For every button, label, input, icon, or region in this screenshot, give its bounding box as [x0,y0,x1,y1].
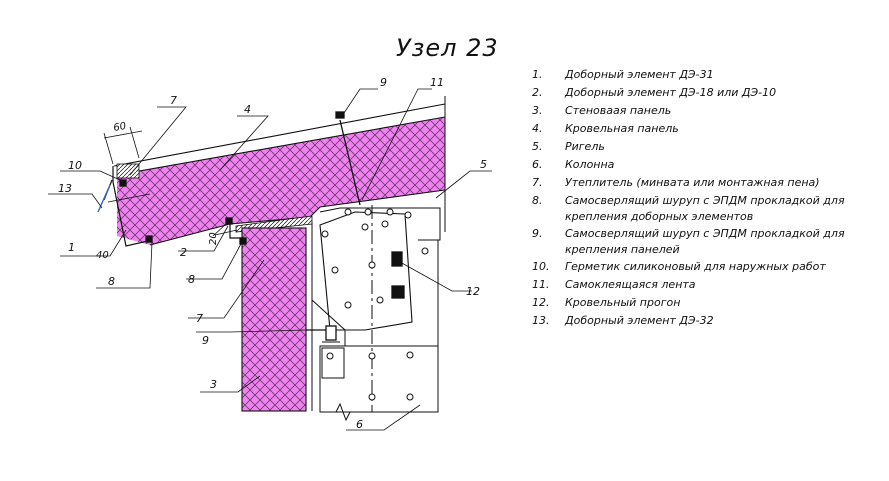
callout-3: 3 [210,378,217,391]
legend-list: 1.Доборный элемент ДЭ-31 2.Доборный элем… [532,66,882,330]
legend-item: 1.Доборный элемент ДЭ-31 [532,68,714,81]
callout-5: 5 [480,158,487,171]
dim-40: 40 [96,250,109,261]
flashing-elements [97,166,242,247]
legend-item: 7.Утеплитель (минвата или монтажная пена… [532,176,820,189]
callout-6: 6 [356,418,363,431]
legend-item: 4.Кровельная панель [532,122,679,135]
legend-item: 3.Стеноваая панель [532,104,672,117]
legend-item: 8.Самосверлящий шуруп с ЭПДМ прокладкой … [532,194,845,223]
callout-11: 11 [430,76,444,89]
callout-7a: 7 [170,94,177,107]
legend-item: 13.Доборный элемент ДЭ-32 [532,314,714,327]
legend-item: 10.Герметик силиконовый для наружных раб… [532,260,826,273]
legend-item: 2.Доборный элемент ДЭ-18 или ДЭ-10 [532,86,777,99]
dimension-lines [103,126,238,237]
callout-9b: 9 [202,334,209,347]
callout-2: 2 [180,246,187,259]
callout-7b: 7 [196,312,203,325]
legend-item: 6.Колонна [532,158,615,171]
dim-20: 20 [208,232,219,245]
legend-item: 11.Самоклеящаяся лента [532,278,696,291]
callout-8b: 8 [188,273,195,286]
dim-60: 60 [113,121,127,134]
leader-lines [48,88,492,431]
bolts [321,208,429,401]
callout-1: 1 [68,241,75,254]
callout-9a: 9 [380,76,387,89]
screws [119,111,405,341]
drawing-title: Узел 23 [396,34,499,62]
wall-panel [241,222,313,412]
callout-8a: 8 [108,275,115,288]
legend-item: 9.Самосверлящий шуруп с ЭПДМ прокладкой … [532,227,845,256]
column [319,205,439,422]
legend-item: 12.Кровельный прогон [532,296,681,309]
callout-12: 12 [466,285,480,298]
girder [311,207,441,346]
callout-10: 10 [68,159,82,172]
callout-13: 13 [58,182,72,195]
legend-item: 5.Ригель [532,140,605,153]
callout-4: 4 [244,103,251,116]
